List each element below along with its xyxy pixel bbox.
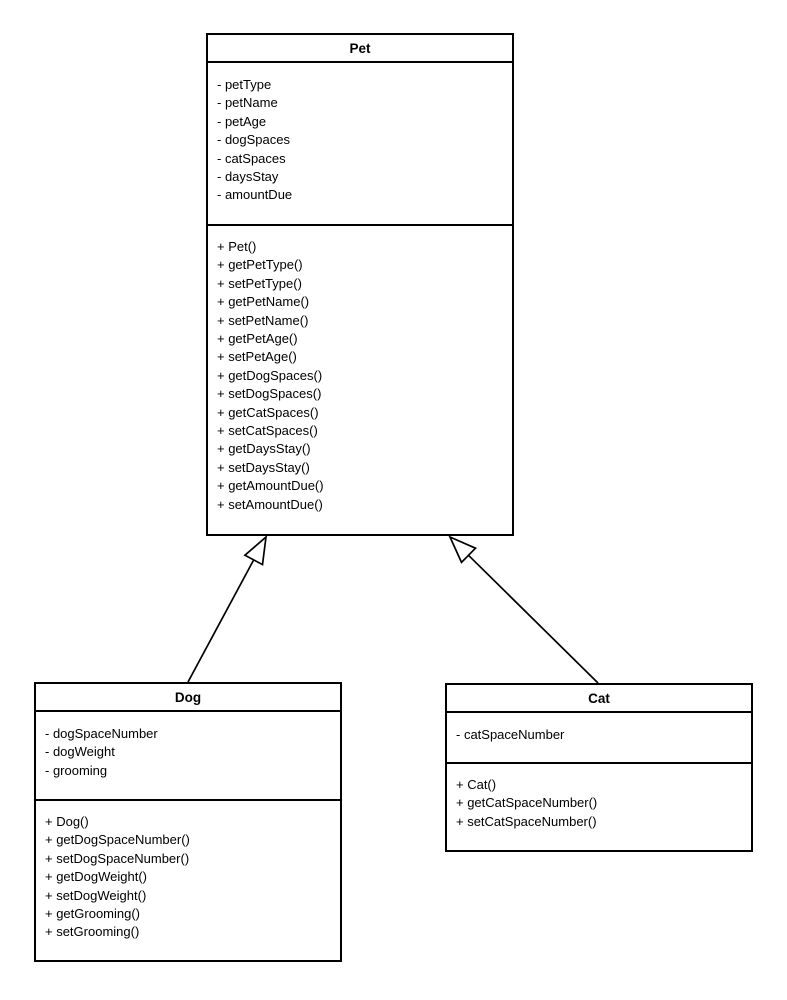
member-line: - dogWeight bbox=[45, 744, 115, 760]
member-line: + getPetName() bbox=[217, 294, 310, 310]
member-line: + getCatSpaces() bbox=[217, 404, 319, 420]
member-line: + setGrooming() bbox=[45, 924, 140, 940]
member-line: + getDogSpaces() bbox=[217, 367, 323, 383]
inheritance-arrow-cat-to-pet bbox=[448, 535, 599, 684]
member-line: + setDogSpaces() bbox=[217, 386, 322, 402]
member-line: + setPetName() bbox=[217, 312, 309, 328]
member-line: - catSpaceNumber bbox=[456, 727, 565, 742]
member-line: - petName bbox=[217, 95, 278, 111]
member-line: + getDaysStay() bbox=[217, 441, 311, 457]
hollow-triangle-arrowhead bbox=[448, 535, 477, 564]
class-attributes-pet: - petType - petName - petAge - dogSpaces - c… bbox=[208, 63, 512, 226]
class-methods-cat: + Cat() + getCatSpaceNumber() + setCatSpac… bbox=[447, 764, 751, 850]
member-line: - grooming bbox=[45, 762, 108, 778]
class-attributes-dog: - dogSpaceNumber - dogWeight - grooming bbox=[36, 712, 340, 801]
member-line: - amountDue bbox=[217, 187, 293, 203]
member-line: - dogSpaceNumber bbox=[45, 726, 158, 741]
class-box-pet: Pet - petType - petName - petAge - dogSpace… bbox=[206, 33, 514, 536]
class-methods-dog: + Dog() + getDogSpaceNumber() + setDogSpac… bbox=[36, 801, 340, 960]
member-line: + setDaysStay() bbox=[217, 459, 310, 475]
member-line: + setCatSpaceNumber() bbox=[456, 813, 597, 829]
member-line: + getPetType() bbox=[217, 257, 303, 273]
member-line: - catSpaces bbox=[217, 150, 286, 166]
member-line: + getPetAge() bbox=[217, 331, 298, 347]
member-line: - daysStay bbox=[217, 169, 279, 185]
member-line: + setAmountDue() bbox=[217, 496, 323, 512]
member-line: + setPetType() bbox=[217, 275, 302, 291]
member-line: - petAge bbox=[217, 113, 267, 129]
member-line: + Pet() bbox=[217, 239, 257, 254]
class-methods-pet: + Pet() + getPetType() + setPetType() + get… bbox=[208, 226, 512, 534]
hollow-triangle-arrowhead bbox=[243, 534, 268, 566]
member-line: + Cat() bbox=[456, 777, 497, 792]
member-line: + getAmountDue() bbox=[217, 478, 324, 494]
class-name-cat: Cat bbox=[447, 685, 751, 713]
member-line: + setPetAge() bbox=[217, 349, 297, 365]
class-name-dog: Dog bbox=[36, 684, 340, 712]
member-line: + getDogSpaceNumber() bbox=[45, 832, 190, 848]
member-line: - petType bbox=[217, 77, 272, 92]
inheritance-arrow-dog-to-pet bbox=[187, 534, 268, 683]
class-name-pet: Pet bbox=[208, 35, 512, 63]
member-line: + getCatSpaceNumber() bbox=[456, 795, 598, 811]
member-line: - dogSpaces bbox=[217, 132, 290, 148]
member-line: + getDogWeight() bbox=[45, 869, 148, 885]
member-line: + Dog() bbox=[45, 814, 89, 829]
class-box-cat: Cat - catSpaceNumber + Cat() + getCatSpac… bbox=[445, 683, 753, 852]
member-line: + getGrooming() bbox=[45, 906, 141, 922]
class-attributes-cat: - catSpaceNumber bbox=[447, 713, 751, 764]
class-box-dog: Dog - dogSpaceNumber - dogWeight - groomin… bbox=[34, 682, 342, 962]
member-line: + setDogSpaceNumber() bbox=[45, 850, 190, 866]
member-line: + setDogWeight() bbox=[45, 887, 147, 903]
member-line: + setCatSpaces() bbox=[217, 423, 318, 439]
